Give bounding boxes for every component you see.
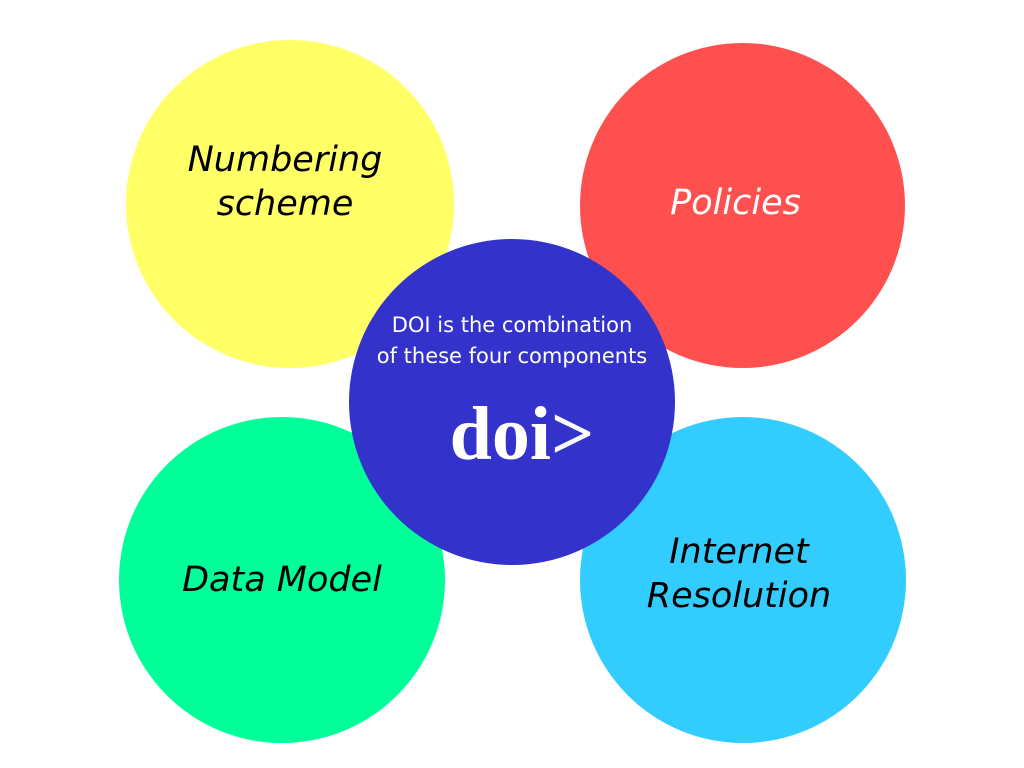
data-model-label: Data Model [182,560,382,600]
numbering-scheme-label: Numbering scheme [187,140,383,224]
center-content: DOI is the combination of these four com… [377,310,648,474]
internet-resolution-label: Internet Resolution [646,532,832,616]
data-model-circle: Data Model [119,417,445,743]
doi-logo: doi> [449,392,595,476]
numbering-scheme-circle: Numbering scheme [126,40,454,368]
policies-label: Policies [670,182,801,223]
doi-center-circle: DOI is the combination of these four com… [349,239,675,565]
center-caption: DOI is the combination of these four com… [376,313,648,368]
